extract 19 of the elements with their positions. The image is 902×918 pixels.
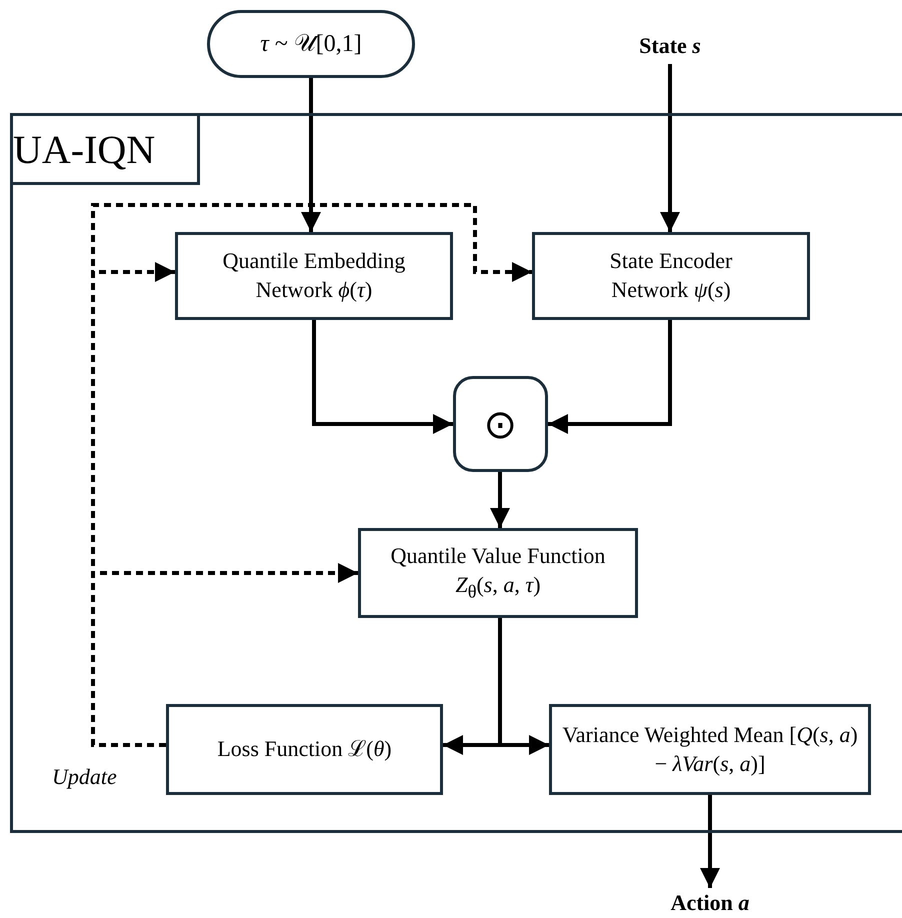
process-box: Quantile Value Function Z$_{θ}$(s, a, τ): [358, 528, 638, 618]
arrow: [700, 795, 720, 888]
arrow: [548, 320, 672, 434]
process-box: Loss Function ℒ(θ): [166, 704, 443, 795]
operator-box: ⊙: [453, 376, 548, 472]
start-terminal: τ ~ 𝒰[0,1]: [207, 10, 415, 78]
process-box: State Encoder Network ψ(s): [532, 232, 810, 320]
arrow: [490, 472, 510, 528]
process-box: Variance Weighted Mean [Q(s, a) − λVar(s, a)]: [549, 704, 871, 795]
arrow: [91, 563, 358, 747]
output-label: Action a: [655, 888, 765, 918]
arrow: [301, 78, 321, 232]
annotation-text: Update: [52, 764, 117, 790]
process-box: Quantile Embedding Network ϕ(τ): [175, 232, 453, 320]
input-label: State s: [615, 28, 725, 64]
group-frame: [10, 113, 902, 833]
group-title: UA-IQN: [10, 113, 200, 185]
arrow: [312, 320, 453, 434]
arrow: [660, 64, 680, 232]
